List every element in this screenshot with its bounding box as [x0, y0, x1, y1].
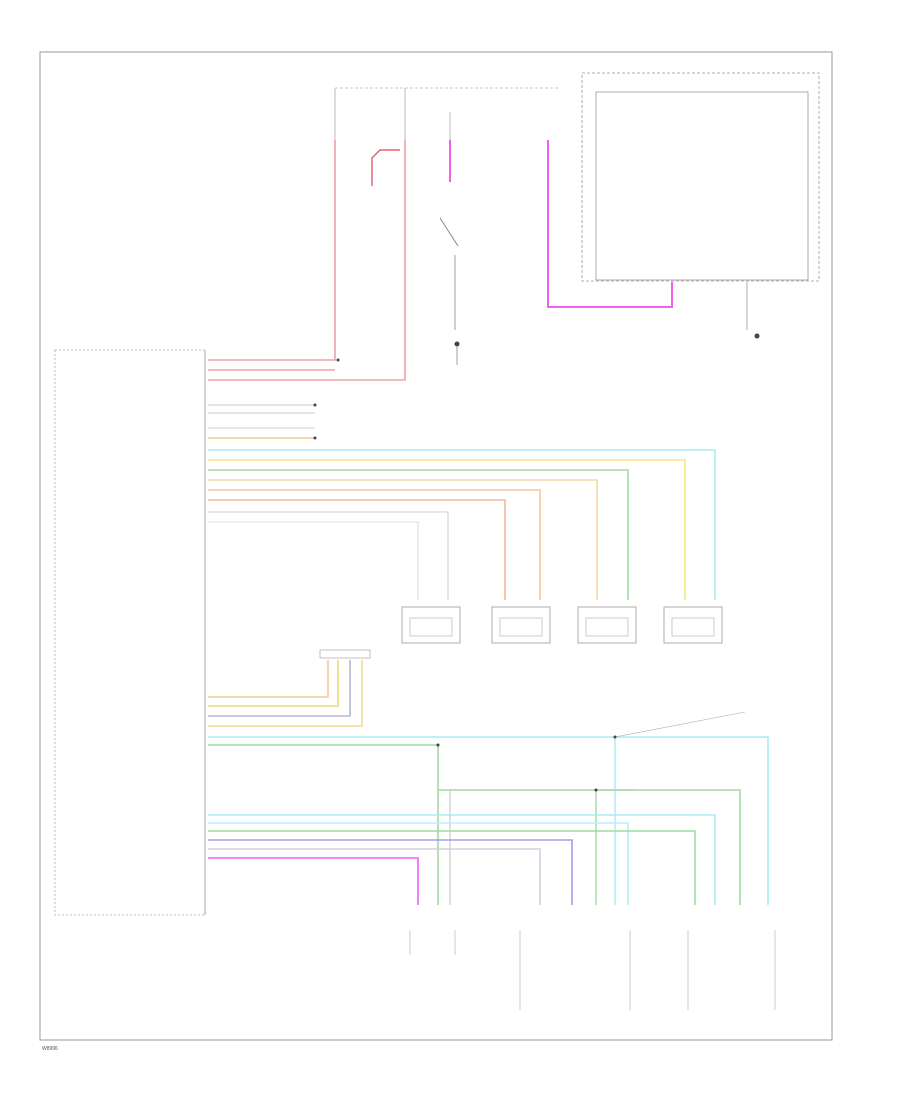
wire-green-rf: [208, 469, 629, 600]
splice-1: [336, 358, 340, 362]
wire-gray-sps3: [208, 660, 351, 717]
steering-angle-sensor-stub: [687, 930, 776, 1010]
wire-magenta-pressure: [208, 857, 419, 905]
wire-gray-lat: [208, 848, 541, 905]
wheel-speed-sensor-rr: [401, 606, 461, 644]
wire-orange-lr2: [208, 499, 506, 600]
wire-red-jumper: [371, 149, 400, 186]
wire-red-2: [208, 140, 406, 381]
wire-cyan-yaw2: [208, 822, 629, 905]
wire-orange-sps1: [208, 660, 329, 698]
yaw-lateral-sensor-stub: [519, 930, 631, 1010]
brake-fluid-switch: [439, 217, 459, 247]
cluster-ground-node: [754, 333, 760, 339]
wire-green-splice: [438, 789, 741, 905]
ebcm-module-box: [54, 349, 206, 916]
wire-cyan-lf: [208, 449, 716, 600]
splice-5: [313, 403, 317, 407]
splice-4: [594, 788, 598, 792]
splice-3: [613, 735, 617, 739]
wire-green-can: [208, 744, 439, 905]
wire-red-1: [208, 140, 336, 361]
diagram-border: [39, 51, 833, 1041]
wire-blue-lat: [208, 839, 573, 905]
wire-yellow-sps2: [208, 660, 339, 707]
brake-pressure-sensor-stub: [409, 930, 456, 955]
splice-6: [313, 436, 317, 440]
splice-2: [436, 743, 440, 747]
ground-node: [454, 341, 460, 347]
wheel-speed-sensor-lf: [663, 606, 723, 644]
wire-gray-rr2: [208, 521, 419, 600]
wire-cyan-yaw1: [208, 814, 716, 905]
wire-orange-lr: [208, 489, 541, 600]
wire-gray-rr: [208, 511, 449, 600]
instrument-cluster-box: [581, 72, 820, 282]
wire-magenta-cluster: [547, 140, 673, 308]
wire-cyan-can: [208, 736, 769, 905]
wire-yellow-lf: [208, 459, 686, 600]
wheel-speed-sensor-rf: [577, 606, 637, 644]
leader-line-1: [614, 711, 746, 738]
warning-lights-box: [595, 91, 809, 281]
figure-id: W8996: [42, 1046, 58, 1052]
wheel-speed-sensor-lr: [491, 606, 551, 644]
wire-yellow-sps4: [208, 660, 363, 727]
steering-position-connector: [319, 649, 371, 659]
wire-green-yaw: [208, 830, 696, 905]
wire-orange-rf: [208, 479, 598, 600]
